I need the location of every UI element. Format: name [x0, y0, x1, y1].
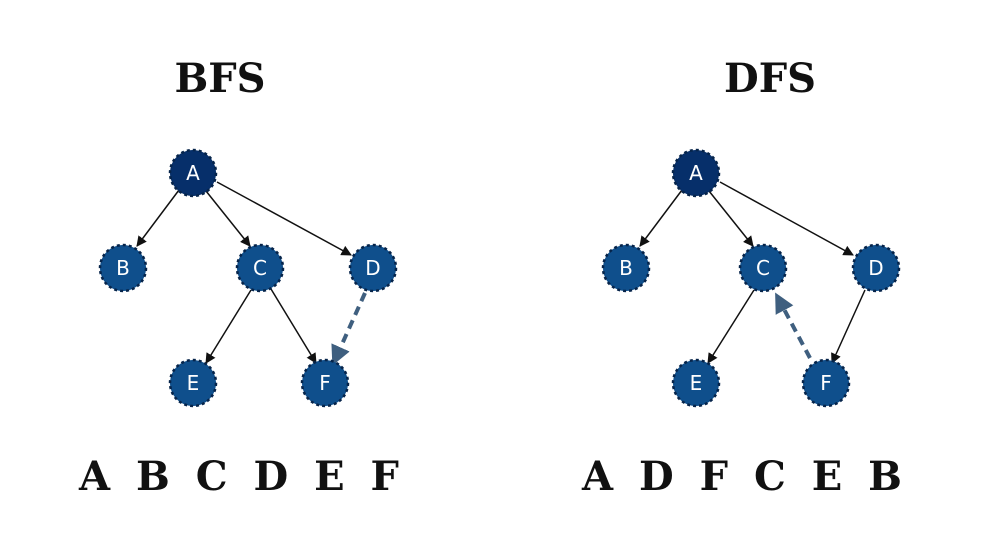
- dfs-node-a: A: [671, 148, 721, 198]
- dfs-edge-a-c: [708, 190, 754, 247]
- bfs-panel: BFS A B C D E: [78, 55, 405, 500]
- bfs-node-d-label: D: [365, 256, 380, 280]
- bfs-edge-c-e: [205, 289, 252, 364]
- dfs-traversal-order: A D F C E B: [581, 453, 908, 500]
- bfs-traversal-order: A B C D E F: [78, 453, 405, 500]
- dfs-node-f: F: [801, 358, 851, 408]
- dfs-node-c: C: [738, 243, 788, 293]
- dfs-dashed-edge-f-c: [775, 292, 812, 359]
- dfs-node-b: B: [601, 243, 651, 293]
- dfs-node-a-label: A: [689, 161, 703, 185]
- bfs-node-e-label: E: [187, 371, 200, 395]
- bfs-node-a-label: A: [186, 161, 200, 185]
- bfs-node-c: C: [235, 243, 285, 293]
- dfs-node-d: D: [851, 243, 901, 293]
- dfs-edge-a-b: [639, 189, 683, 247]
- dfs-node-d-label: D: [868, 256, 883, 280]
- bfs-node-f-label: F: [319, 371, 331, 395]
- dfs-edges: [639, 181, 866, 364]
- bfs-edge-a-b: [136, 189, 180, 247]
- dfs-panel: DFS A B C D E: [581, 55, 908, 500]
- dfs-node-c-label: C: [756, 256, 770, 280]
- bfs-dashed-edge-d-f: [331, 292, 367, 366]
- bfs-node-d: D: [348, 243, 398, 293]
- bfs-node-e: E: [168, 358, 218, 408]
- bfs-node-a: A: [168, 148, 218, 198]
- bfs-node-c-label: C: [253, 256, 267, 280]
- dfs-title: DFS: [724, 55, 816, 102]
- bfs-title: BFS: [174, 55, 265, 102]
- bfs-node-b: B: [98, 243, 148, 293]
- dfs-edge-d-f: [831, 289, 866, 364]
- bfs-edge-c-f: [270, 288, 317, 364]
- bfs-edge-a-c: [205, 190, 251, 247]
- dfs-node-f-label: F: [820, 371, 832, 395]
- dfs-edge-a-d: [719, 181, 854, 256]
- bfs-node-f: F: [300, 358, 350, 408]
- bfs-edge-a-d: [216, 181, 352, 256]
- bfs-edges: [136, 181, 367, 366]
- dfs-node-e: E: [671, 358, 721, 408]
- bfs-node-b-label: B: [116, 256, 130, 280]
- dfs-node-b-label: B: [619, 256, 633, 280]
- dfs-edge-c-e: [707, 289, 755, 364]
- dfs-node-e-label: E: [690, 371, 703, 395]
